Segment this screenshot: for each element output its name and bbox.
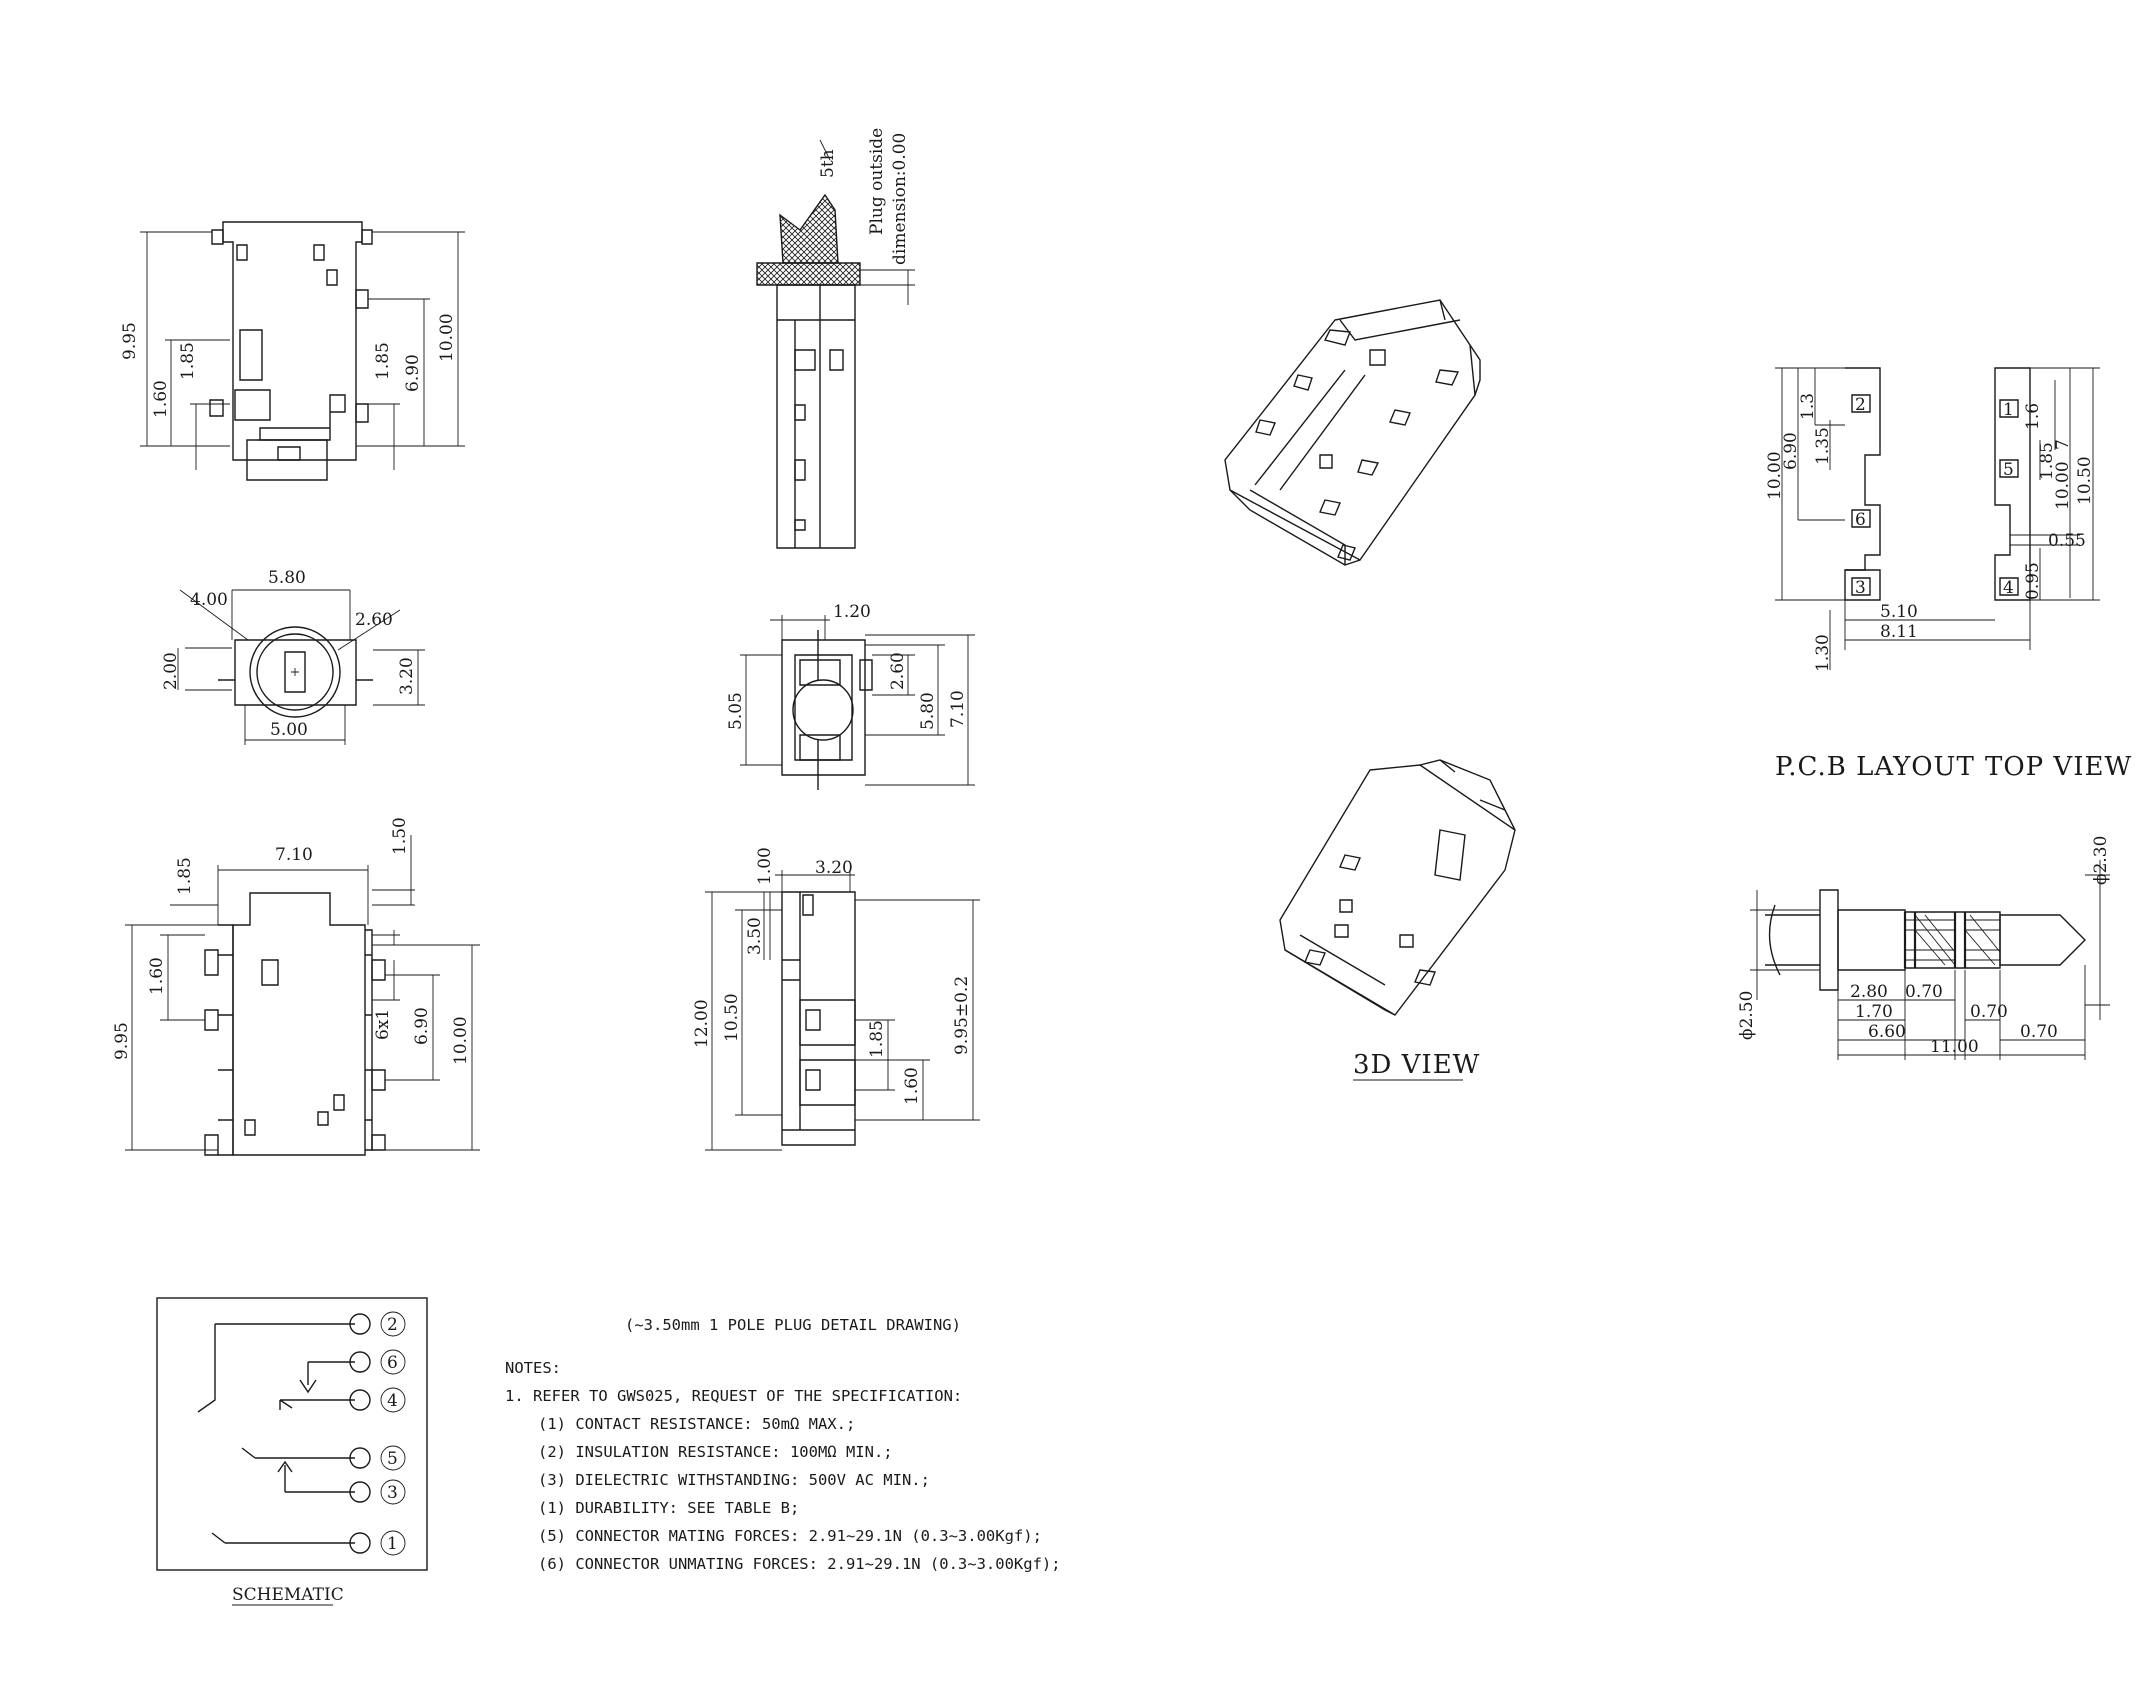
label-schematic: SCHEMATIC: [232, 1585, 344, 1605]
dim-3-50: 3.50: [745, 917, 765, 955]
pcb-dim-1-6: 1.6: [2023, 403, 2043, 430]
pin-4-pad: 4: [2003, 578, 2014, 598]
dim-1-00: 1.00: [755, 847, 775, 885]
note-line-1: 1. REFER TO GWS025, REQUEST OF THE SPECI…: [505, 1387, 962, 1405]
pcb-dim-6-90: 6.90: [1781, 432, 1801, 470]
pcb-dim-0-55: 0.55: [2048, 531, 2086, 551]
notes-block: (~3.50mm 1 POLE PLUG DETAIL DRAWING) NOT…: [505, 1316, 1061, 1573]
plug-note: Plug outside: [867, 128, 887, 235]
pcb-dim-8-11: 8.11: [1880, 622, 1918, 642]
dim-2-60: 2.60: [355, 610, 393, 630]
dim-10-00-bottom: 10.00: [451, 1016, 471, 1065]
pin-2-pad: 2: [1855, 395, 1866, 415]
note-line-5: (1) DURABILITY: SEE TABLE B;: [538, 1499, 799, 1517]
pcb-dim-1-35: 1.35: [1813, 427, 1833, 465]
side-view-with-plug: Plug outside dimension:0.00 5th: [756, 128, 915, 549]
side-end-view: 1.20 5.05 2.60 5.80 7.10: [726, 602, 975, 790]
plug-dim-0-70-c: 0.70: [2020, 1022, 2058, 1042]
pin-5-pad: 5: [2003, 460, 2014, 480]
pcb-dim-10-00-left: 10.00: [1765, 451, 1785, 500]
dim-1-60-profile: 1.60: [902, 1067, 922, 1105]
dim-10-50: 10.50: [722, 993, 742, 1042]
plug-dim-2-80: 2.80: [1850, 982, 1888, 1002]
dim-1-20: 1.20: [833, 602, 871, 622]
dim-1-85-bottom: 1.85: [175, 857, 195, 895]
dim-6x1: 6x1: [373, 1009, 393, 1040]
dim-12-00: 12.00: [692, 999, 712, 1048]
pin-3-pad: 3: [1855, 578, 1866, 598]
note-line-4: (3) DIELECTRIC WITHSTANDING: 500V AC MIN…: [538, 1471, 930, 1489]
dim-5-80-side: 5.80: [918, 692, 938, 730]
dim-3-20-profile: 3.20: [815, 858, 853, 878]
dim-6-90: 6.90: [403, 354, 423, 392]
plug-dim-phi-2-30: ϕ2.30: [2091, 836, 2111, 885]
pcb-dim-1-30: 1.30: [1813, 634, 1833, 672]
plug-dim-0-70-b: 0.70: [1970, 1002, 2008, 1022]
pcb-dim-1-3: 1.3: [1798, 393, 1818, 420]
pin-1-pad: 1: [2003, 400, 2014, 420]
schematic-pin-6: 6: [387, 1353, 398, 1373]
dim-7-10: 7.10: [275, 845, 313, 865]
dim-1-85-right: 1.85: [373, 342, 393, 380]
schematic-pin-1: 1: [387, 1534, 398, 1554]
dim-1-60-left: 1.60: [151, 380, 171, 418]
dim-1-85-left: 1.85: [178, 342, 198, 380]
schematic-pin-3: 3: [387, 1483, 398, 1503]
dim-height-9-95: 9.95: [120, 322, 140, 360]
pcb-dim-10-00-right: 10.00: [2053, 461, 2073, 510]
dim-1-50: 1.50: [390, 817, 410, 855]
pcb-layout: 2 6 3 1 5 4 10.00 6.90 1.3 1.35 1.6 1.85…: [1765, 367, 2132, 782]
bottom-view: 7.10 1.50 1.85 1.60 9.95 6x1 6.90 10.00: [112, 817, 480, 1156]
pcb-dim-10-50: 10.50: [2075, 456, 2095, 505]
note-line-6: (5) CONNECTOR MATING FORCES: 2.91~29.1N …: [538, 1527, 1042, 1545]
dim-5-80: 5.80: [268, 568, 306, 588]
plug-dim-11-00: 11.00: [1930, 1037, 1979, 1057]
dim-2-00: 2.00: [161, 652, 181, 690]
note-line-7: (6) CONNECTOR UNMATING FORCES: 2.91~29.1…: [538, 1555, 1061, 1573]
plug-dim-1-70: 1.70: [1855, 1002, 1893, 1022]
dim-9-95-bottom: 9.95: [112, 1022, 132, 1060]
dim-9-95-tol: 9.95±0.2: [952, 976, 972, 1055]
label-pcb-layout: P.C.B LAYOUT: [1775, 752, 1975, 782]
plug-dim-0-70-a: 0.70: [1905, 982, 1943, 1002]
plug-detail-caption: (~3.50mm 1 POLE PLUG DETAIL DRAWING): [625, 1316, 961, 1334]
plug-dim-phi-2-50: ϕ2.50: [1737, 991, 1757, 1040]
dim-10-00: 10.00: [437, 313, 457, 362]
front-view: 9.95 1.85 1.60 1.85 6.90 10.00: [120, 221, 465, 481]
schematic: 2 6 4 5 3 1 SCHEMATIC: [156, 1297, 428, 1606]
side-profile-view: 3.20 1.00 3.50 12.00 10.50 1.85 1.60 9.9…: [692, 847, 980, 1151]
plug-drawing: ϕ2.30 ϕ2.50 2.80 0.70 1.70 0.70 6.60 0.7…: [1737, 836, 2111, 1060]
label-3d-view: 3D VIEW: [1353, 1050, 1480, 1080]
end-view: 5.80 4.00 2.60 2.00 3.20 5.00: [161, 568, 425, 745]
note-line-3: (2) INSULATION RESISTANCE: 100MΩ MIN.;: [538, 1443, 893, 1461]
dim-1-85-profile: 1.85: [867, 1020, 887, 1058]
dim-6-90-bottom: 6.90: [412, 1007, 432, 1045]
notes-title: NOTES:: [505, 1359, 561, 1377]
note-line-2: (1) CONTACT RESISTANCE: 50mΩ MAX.;: [538, 1415, 855, 1433]
schematic-pin-4: 4: [387, 1391, 398, 1411]
3d-view-top: [1224, 299, 1481, 566]
schematic-pin-2: 2: [387, 1315, 398, 1335]
dim-2-60-side: 2.60: [888, 652, 908, 690]
dim-4-00: 4.00: [190, 590, 228, 610]
dim-1-60-bottom: 1.60: [147, 957, 167, 995]
dim-7-10-side: 7.10: [948, 690, 968, 728]
pin-6-pad: 6: [1855, 510, 1866, 530]
3d-view-bottom: 3D VIEW: [1279, 759, 1516, 1081]
plug-tag: 5th: [818, 149, 838, 178]
plug-note-dimension: dimension:0.00: [890, 133, 910, 265]
dim-3-20: 3.20: [397, 657, 417, 695]
dim-5-05: 5.05: [726, 692, 746, 730]
pcb-dim-0-95: 0.95: [2023, 562, 2043, 600]
plug-dim-6-60: 6.60: [1868, 1022, 1906, 1042]
pcb-dim-1-85: 1.85: [2037, 442, 2057, 480]
pcb-dim-5-10: 5.10: [1880, 602, 1918, 622]
pcb-dim-7: 7: [2053, 439, 2073, 450]
dim-5-00: 5.00: [270, 720, 308, 740]
label-top-view: TOP VIEW: [1985, 752, 2132, 782]
schematic-pin-5: 5: [387, 1449, 398, 1469]
